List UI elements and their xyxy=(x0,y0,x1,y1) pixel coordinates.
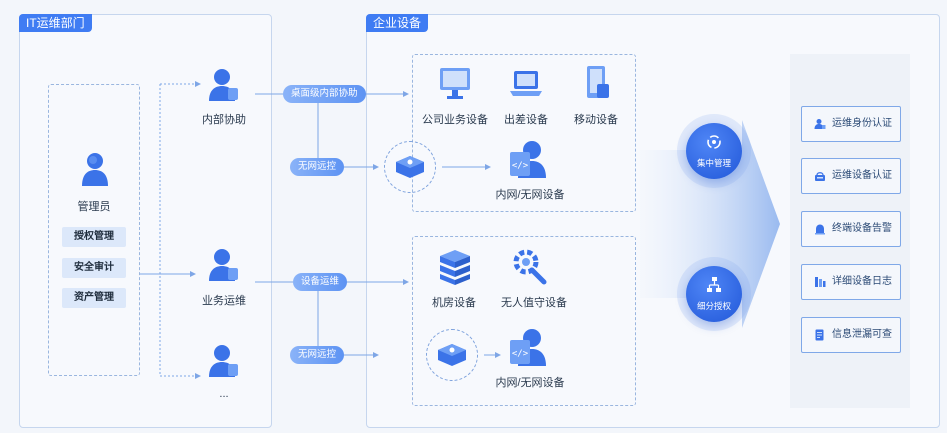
feature-device-log: 详细设备日志 xyxy=(801,264,901,300)
more-user-icon xyxy=(209,345,238,377)
feature-device-auth-label: 运维设备认证 xyxy=(832,170,892,181)
sync-icon xyxy=(707,135,721,149)
device-company-business: 公司业务设备 xyxy=(422,114,488,126)
feature-terminal-alarm-label: 终端设备告警 xyxy=(832,223,892,234)
unattended-wrench-icon xyxy=(513,249,547,285)
user-shield-icon xyxy=(814,119,826,129)
feature-leak-traceable-label: 信息泄漏可查 xyxy=(832,329,892,340)
hierarchy-icon xyxy=(707,277,721,292)
alarm-icon xyxy=(815,224,825,235)
pill-offline-remote-bottom: 无网远控 xyxy=(290,346,345,364)
fine-grained-authorization-label: 细分授权 xyxy=(696,301,731,311)
document-search-icon xyxy=(815,329,824,341)
centralized-management-label: 集中管理 xyxy=(696,158,731,168)
bottom-device-group xyxy=(412,236,636,406)
device-verify-icon xyxy=(815,172,825,181)
permission-authorization: 授权管理 xyxy=(62,227,126,247)
centralized-management: 集中管理 xyxy=(686,123,742,179)
pill-offline-remote-top: 无网远控 xyxy=(290,158,345,176)
enterprise-devices-tag: 企业设备 xyxy=(366,14,429,32)
permission-asset-management: 资产管理 xyxy=(62,288,126,308)
role-business-ops: 业务运维 xyxy=(202,295,246,307)
feature-leak-traceable: 信息泄漏可查 xyxy=(801,317,901,353)
feature-terminal-alarm: 终端设备告警 xyxy=(801,211,901,247)
svg-text:</>: </> xyxy=(512,161,529,171)
log-icon xyxy=(815,277,826,287)
router-box-icon-bottom xyxy=(438,344,466,366)
device-intranet-top: 内网/无网设备 xyxy=(495,189,565,201)
intranet-server-icon-bottom: </> xyxy=(510,329,546,366)
feature-device-log-label: 详细设备日志 xyxy=(832,276,892,287)
router-bottom-ring xyxy=(426,329,478,381)
svg-text:</>: </> xyxy=(512,349,529,359)
intranet-server-icon-top: </> xyxy=(510,141,546,178)
it-department-tag: IT运维部门 xyxy=(19,14,92,32)
router-box-icon-top xyxy=(396,156,424,178)
pill-device-ops: 设备运维 xyxy=(293,273,348,291)
admin-label: 管理员 xyxy=(77,201,111,213)
feature-device-auth: 运维设备认证 xyxy=(801,158,901,194)
router-top-ring xyxy=(384,141,436,193)
business-ops-user-icon xyxy=(209,249,238,281)
internal-assist-user-icon xyxy=(209,69,238,101)
pill-desktop-internal-assist: 桌面级内部协助 xyxy=(283,85,366,103)
server-rack-icon xyxy=(440,250,470,285)
device-server-room: 机房设备 xyxy=(432,297,476,309)
laptop-icon xyxy=(510,71,542,96)
role-more: ... xyxy=(219,388,229,400)
device-business-trip: 出差设备 xyxy=(504,114,548,126)
feature-identity-auth-label: 运维身份认证 xyxy=(832,118,892,129)
device-unattended: 无人值守设备 xyxy=(501,297,567,309)
top-device-group xyxy=(412,54,636,212)
mobile-device-icon xyxy=(587,66,609,98)
device-mobile: 移动设备 xyxy=(574,114,618,126)
permission-security-audit: 安全审计 xyxy=(62,258,126,278)
device-intranet-bottom: 内网/无网设备 xyxy=(495,377,565,389)
fine-grained-authorization: 细分授权 xyxy=(686,266,742,322)
role-internal-assist: 内部协助 xyxy=(202,114,246,126)
desktop-monitor-icon xyxy=(440,68,470,99)
it-department-panel: IT运维部门 xyxy=(19,14,272,428)
admin-user-icon xyxy=(82,153,108,186)
admin-box xyxy=(48,84,140,376)
feature-identity-auth: 运维身份认证 xyxy=(801,106,901,142)
